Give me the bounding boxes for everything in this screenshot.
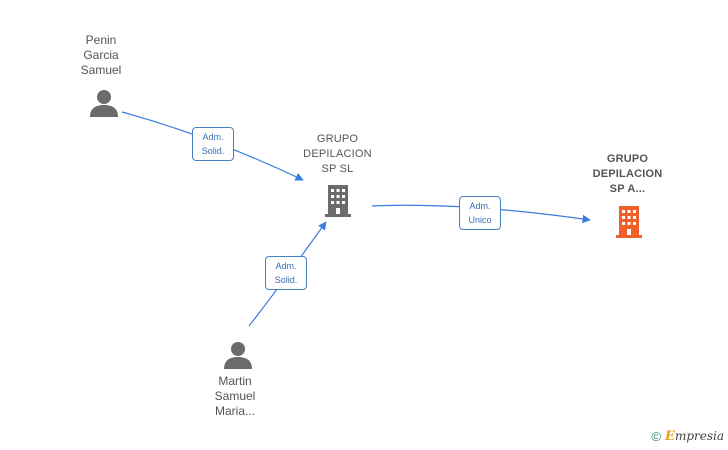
- company-name-line: SP SL: [321, 163, 354, 175]
- person-node-label: Penin Garcia Samuel: [66, 33, 136, 78]
- person-node-label: Martin Samuel Maria...: [200, 374, 270, 419]
- company-name-line: DEPILACION: [303, 148, 372, 160]
- person-name-line: Martin: [218, 374, 252, 388]
- person-name-line: Samuel: [214, 389, 256, 403]
- edge-role-badge[interactable]: Adm. Unico: [459, 196, 501, 230]
- person-icon[interactable]: [223, 340, 253, 370]
- person-name-line: Maria...: [214, 404, 255, 418]
- company-name-line: GRUPO: [316, 133, 359, 145]
- copyright-symbol: ©: [651, 429, 662, 444]
- company-name-line: DEPILACION: [592, 168, 663, 180]
- edge-role-line: Adm.: [469, 201, 491, 211]
- edge-role-badge[interactable]: Adm. Solid.: [265, 256, 307, 290]
- building-icon-highlighted[interactable]: [615, 204, 645, 238]
- edge-role-line: Solid.: [274, 275, 298, 285]
- edge-role-line: Adm.: [202, 132, 224, 142]
- person-name-line: Garcia: [83, 48, 119, 62]
- edge-role-line: Solid.: [201, 146, 225, 156]
- empresia-logo[interactable]: Empresia: [665, 429, 724, 444]
- footer-brand: © Empresia: [651, 429, 724, 444]
- empresia-logo-text: mpresia: [674, 429, 724, 443]
- company-node-label: GRUPO DEPILACION SP A...: [580, 152, 675, 197]
- empresia-logo-initial: E: [665, 429, 675, 444]
- building-icon[interactable]: [324, 183, 354, 217]
- edge-role-badge[interactable]: Adm. Solid.: [192, 127, 234, 161]
- person-name-line: Penin: [85, 33, 117, 47]
- company-node-label: GRUPO DEPILACION SP SL: [290, 132, 385, 177]
- person-name-line: Samuel: [80, 63, 122, 77]
- company-name-line: GRUPO: [606, 153, 649, 165]
- person-icon[interactable]: [89, 88, 119, 118]
- edge-role-line: Unico: [468, 215, 492, 225]
- edge-role-line: Adm.: [275, 261, 297, 271]
- company-name-line: SP A...: [609, 183, 646, 195]
